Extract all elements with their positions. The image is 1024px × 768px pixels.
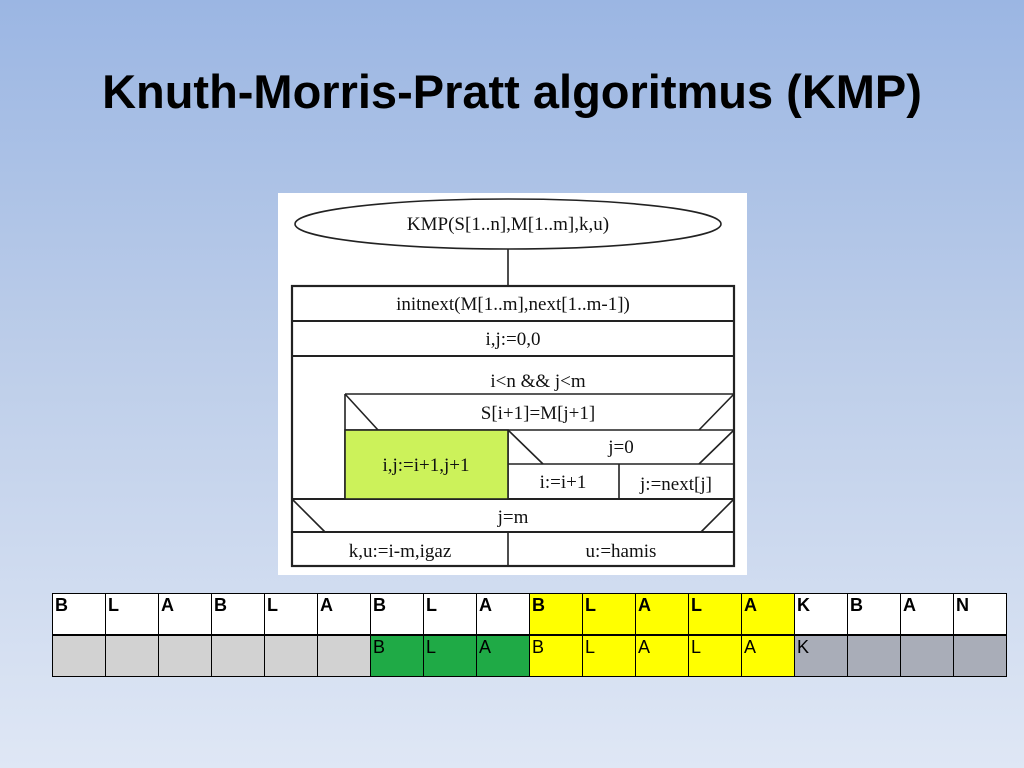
flow-assign-text: i,j:=0,0	[485, 329, 540, 350]
pattern-cell: K	[794, 634, 848, 677]
flow-loop-condition: i<n && j<m	[490, 371, 586, 392]
text-cell: B	[211, 593, 265, 636]
pattern-cell: L	[423, 634, 477, 677]
flow-final-else: u:=hamis	[586, 541, 657, 562]
text-cell: L	[264, 593, 318, 636]
kmp-flowchart: KMP(S[1..n],M[1..m],k,u) initnext(M[1..m…	[278, 193, 747, 575]
pattern-cell	[264, 634, 318, 677]
pattern-cell	[953, 634, 1007, 677]
text-cell: B	[529, 593, 583, 636]
flow-inner-else: j:=next[j]	[639, 474, 712, 495]
flow-inner-condition: j=0	[607, 437, 634, 458]
flow-then-action: i,j:=i+1,j+1	[382, 455, 469, 476]
text-cell: A	[158, 593, 212, 636]
flow-init-text: initnext(M[1..m],next[1..m-1])	[396, 294, 630, 315]
pattern-cell: L	[582, 634, 636, 677]
pattern-cell: A	[635, 634, 689, 677]
pattern-cell	[52, 634, 106, 677]
text-cell: L	[688, 593, 742, 636]
text-cell: A	[900, 593, 954, 636]
struktogram-frame	[290, 284, 736, 568]
pattern-cell: B	[529, 634, 583, 677]
text-cell: B	[847, 593, 901, 636]
slide-title: Knuth-Morris-Pratt algoritmus (KMP)	[102, 65, 922, 118]
flow-inner-then: i:=i+1	[540, 472, 587, 493]
then-action-cell	[344, 429, 509, 500]
flow-final-condition: j=m	[497, 507, 529, 528]
text-cell: A	[476, 593, 530, 636]
pattern-cell: B	[370, 634, 424, 677]
text-cell: A	[741, 593, 795, 636]
pattern-cell	[847, 634, 901, 677]
text-cell: L	[582, 593, 636, 636]
pattern-cell	[317, 634, 371, 677]
text-cell: L	[423, 593, 477, 636]
text-cell: L	[105, 593, 159, 636]
text-cell: B	[370, 593, 424, 636]
flow-final-then: k,u:=i-m,igaz	[349, 541, 452, 562]
pattern-cell	[105, 634, 159, 677]
text-cell: N	[953, 593, 1007, 636]
pattern-cell	[211, 634, 265, 677]
flow-header-text: KMP(S[1..n],M[1..m],k,u)	[407, 214, 609, 235]
text-cell: B	[52, 593, 106, 636]
text-cell: A	[635, 593, 689, 636]
pattern-cell	[158, 634, 212, 677]
text-cell: K	[794, 593, 848, 636]
flow-if-condition: S[i+1]=M[j+1]	[481, 403, 595, 424]
text-cell: A	[317, 593, 371, 636]
pattern-cell: A	[741, 634, 795, 677]
pattern-cell	[900, 634, 954, 677]
pattern-cell: L	[688, 634, 742, 677]
pattern-cell: A	[476, 634, 530, 677]
